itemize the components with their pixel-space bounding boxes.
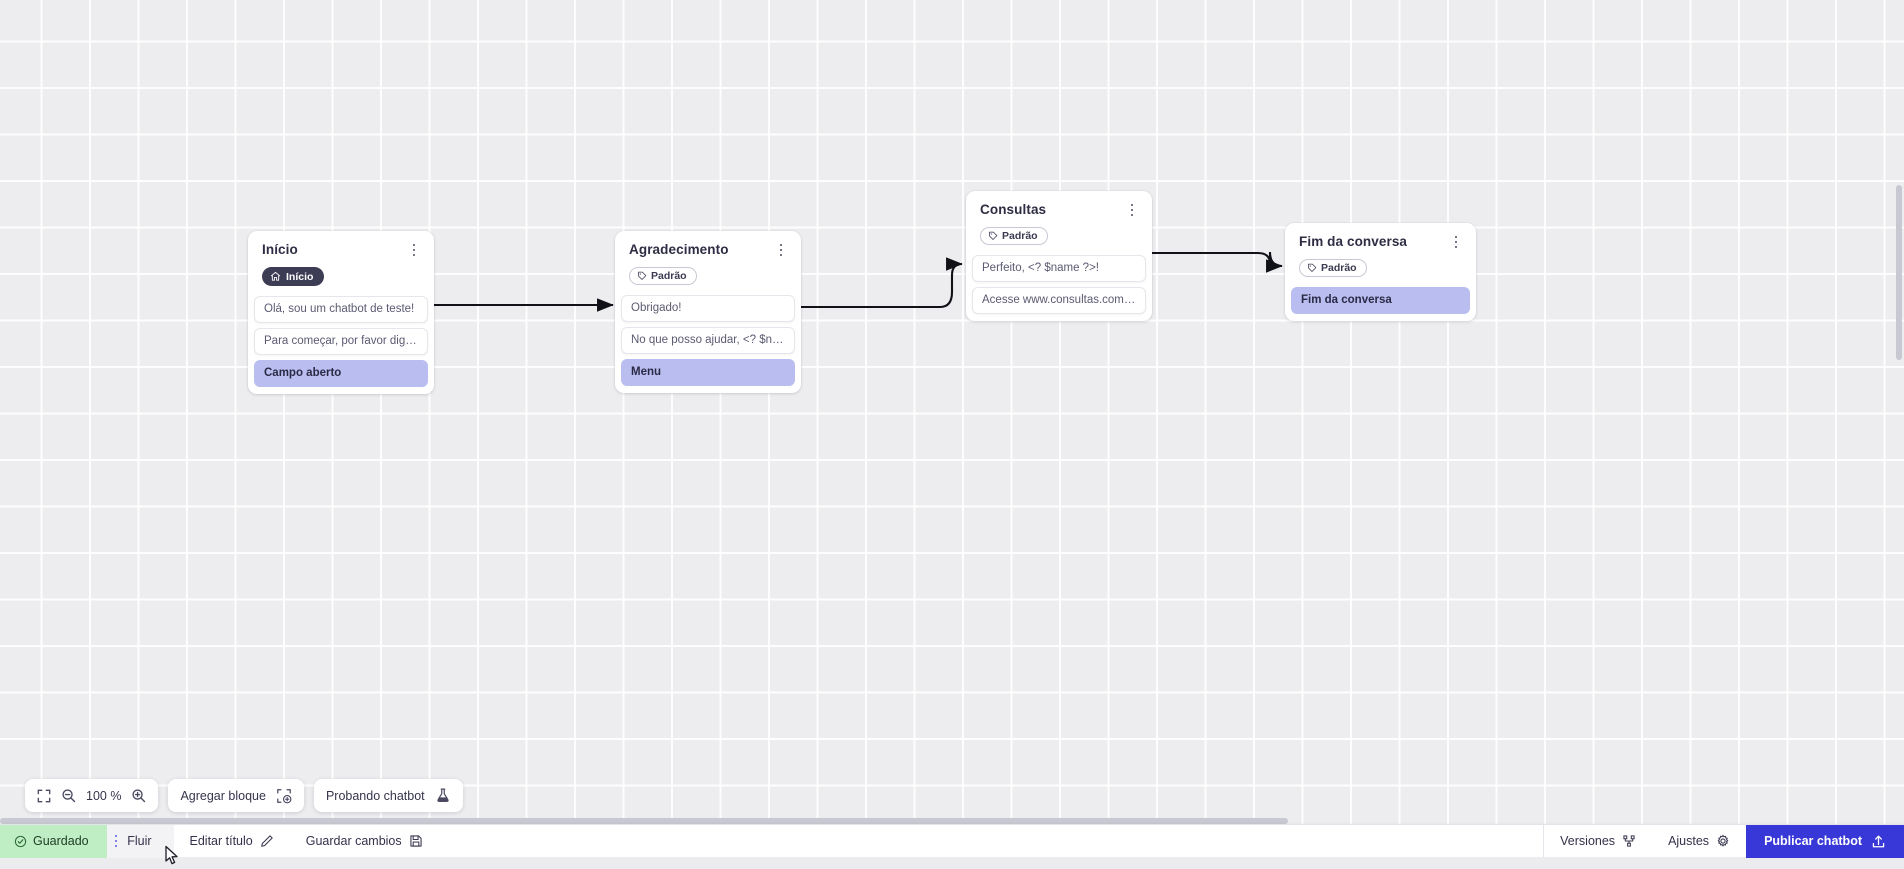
node-menu-icon[interactable] [1124,200,1140,220]
node-badge-row: Padrão [966,220,1152,246]
publish-chatbot-button[interactable]: Publicar chatbot [1746,825,1904,858]
vertical-dots-icon[interactable] [115,835,118,848]
node-agradecimento[interactable]: Agradecimento Padrão Obrigado! No que po… [615,231,801,393]
save-icon [409,834,423,848]
tag-icon [1307,263,1317,273]
node-badge-row: Padrão [615,260,801,286]
node-rows: Perfeito, <? $name ?>! Acesse www.consul… [966,255,1152,314]
node-header: Início [248,242,434,260]
versions-button[interactable]: Versiones [1544,825,1652,858]
default-badge-label: Padrão [1002,230,1038,242]
node-rows: Fim da conversa [1285,287,1476,314]
flask-icon [435,787,451,804]
node-row-message[interactable]: Olá, sou um chatbot de teste! [254,296,428,323]
save-changes-button[interactable]: Guardar cambios [290,825,439,858]
node-header: Fim da conversa [1285,234,1476,252]
vertical-scrollbar[interactable] [1896,185,1902,360]
settings-label: Ajustes [1668,834,1709,848]
default-badge-label: Padrão [651,270,687,282]
tag-icon [637,271,647,281]
tag-icon [988,231,998,241]
save-changes-label: Guardar cambios [306,834,402,848]
test-chatbot-button[interactable]: Probando chatbot [314,779,463,812]
add-block-label: Agregar bloque [180,789,265,803]
test-chatbot-label: Probando chatbot [326,789,425,803]
node-header: Consultas [966,202,1152,220]
settings-button[interactable]: Ajustes [1652,825,1746,858]
default-badge[interactable]: Padrão [980,227,1048,245]
zoom-controls: 100 % [25,779,158,812]
node-fim-da-conversa[interactable]: Fim da conversa Padrão Fim da conversa [1285,223,1476,321]
node-title: Fim da conversa [1299,234,1407,250]
branch-icon [1622,834,1636,848]
saved-label: Guardado [33,834,89,848]
start-badge-label: Início [286,271,313,283]
node-row-message[interactable]: Perfeito, <? $name ?>! [972,255,1146,282]
node-header: Agradecimento [615,242,801,260]
gear-icon [1716,834,1730,848]
node-consultas[interactable]: Consultas Padrão Perfeito, <? $name ?>! … [966,191,1152,321]
node-rows: Obrigado! No que posso ajudar, <? $name … [615,295,801,386]
node-inicio[interactable]: Início Início Olá, sou um chatbot de tes… [248,231,434,394]
bottom-status-bar: Guardado Fluir Editar título Guardar cam… [0,824,1904,857]
add-block-button[interactable]: Agregar bloque [168,779,303,812]
saved-status-badge: Guardado [0,825,107,858]
edit-title-label: Editar título [190,834,253,848]
check-circle-icon [14,835,27,848]
tab-flow-label: Fluir [127,834,151,848]
start-badge[interactable]: Início [262,267,324,286]
publish-label: Publicar chatbot [1764,834,1862,848]
add-block-icon [276,788,292,804]
tab-flow[interactable]: Fluir [107,825,174,858]
node-title: Consultas [980,202,1046,218]
upload-icon [1871,834,1886,849]
node-row-action[interactable]: Menu [621,359,795,386]
fit-screen-icon[interactable] [37,789,51,803]
node-row-message[interactable]: Obrigado! [621,295,795,322]
connector-layer [0,0,1904,838]
default-badge[interactable]: Padrão [1299,259,1367,277]
node-row-message[interactable]: No que posso ajudar, <? $name ... [621,327,795,354]
node-title: Início [262,242,298,258]
node-row-action[interactable]: Campo aberto [254,360,428,387]
edge-consultas-to-fim [1151,252,1282,266]
default-badge[interactable]: Padrão [629,267,697,285]
zoom-out-icon[interactable] [61,788,76,803]
node-row-message[interactable]: Para começar, por favor digite o ... [254,328,428,355]
zoom-level-label: 100 % [86,789,121,803]
node-menu-icon[interactable] [406,240,422,260]
node-badge-row: Início [248,260,434,287]
default-badge-label: Padrão [1321,262,1357,274]
node-row-action[interactable]: Fim da conversa [1291,287,1470,314]
node-badge-row: Padrão [1285,252,1476,278]
edge-agradecimento-to-consultas [800,264,962,307]
edit-title-button[interactable]: Editar título [174,825,290,858]
versions-label: Versiones [1560,834,1615,848]
flow-canvas[interactable]: Início Início Olá, sou um chatbot de tes… [0,0,1904,838]
node-menu-icon[interactable] [773,240,789,260]
canvas-toolbar: 100 % Agregar bloque Probando chatbot [25,779,463,812]
node-row-message[interactable]: Acesse www.consultas.com par... [972,287,1146,314]
pencil-icon [260,834,274,848]
node-rows: Olá, sou um chatbot de teste! Para começ… [248,296,434,387]
node-menu-icon[interactable] [1448,232,1464,252]
zoom-in-icon[interactable] [131,788,146,803]
home-icon [270,271,281,282]
node-title: Agradecimento [629,242,729,258]
